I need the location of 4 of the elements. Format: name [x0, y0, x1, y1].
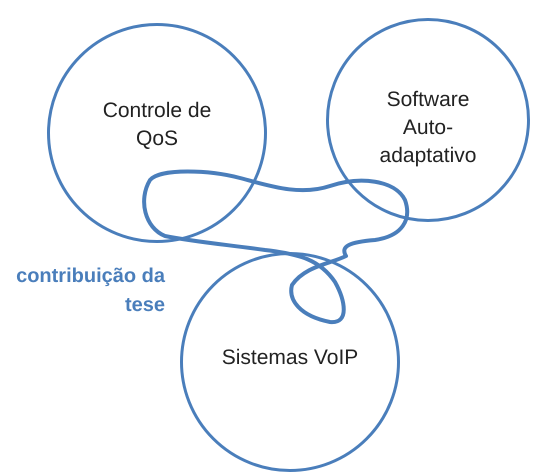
circle-label: Controle de QoS: [102, 98, 212, 152]
circle-label: Software Auto-adaptativo: [378, 87, 478, 169]
blob-caption: contribuição da tese: [15, 264, 165, 318]
circle-label: Sistemas VoIP: [220, 345, 360, 371]
